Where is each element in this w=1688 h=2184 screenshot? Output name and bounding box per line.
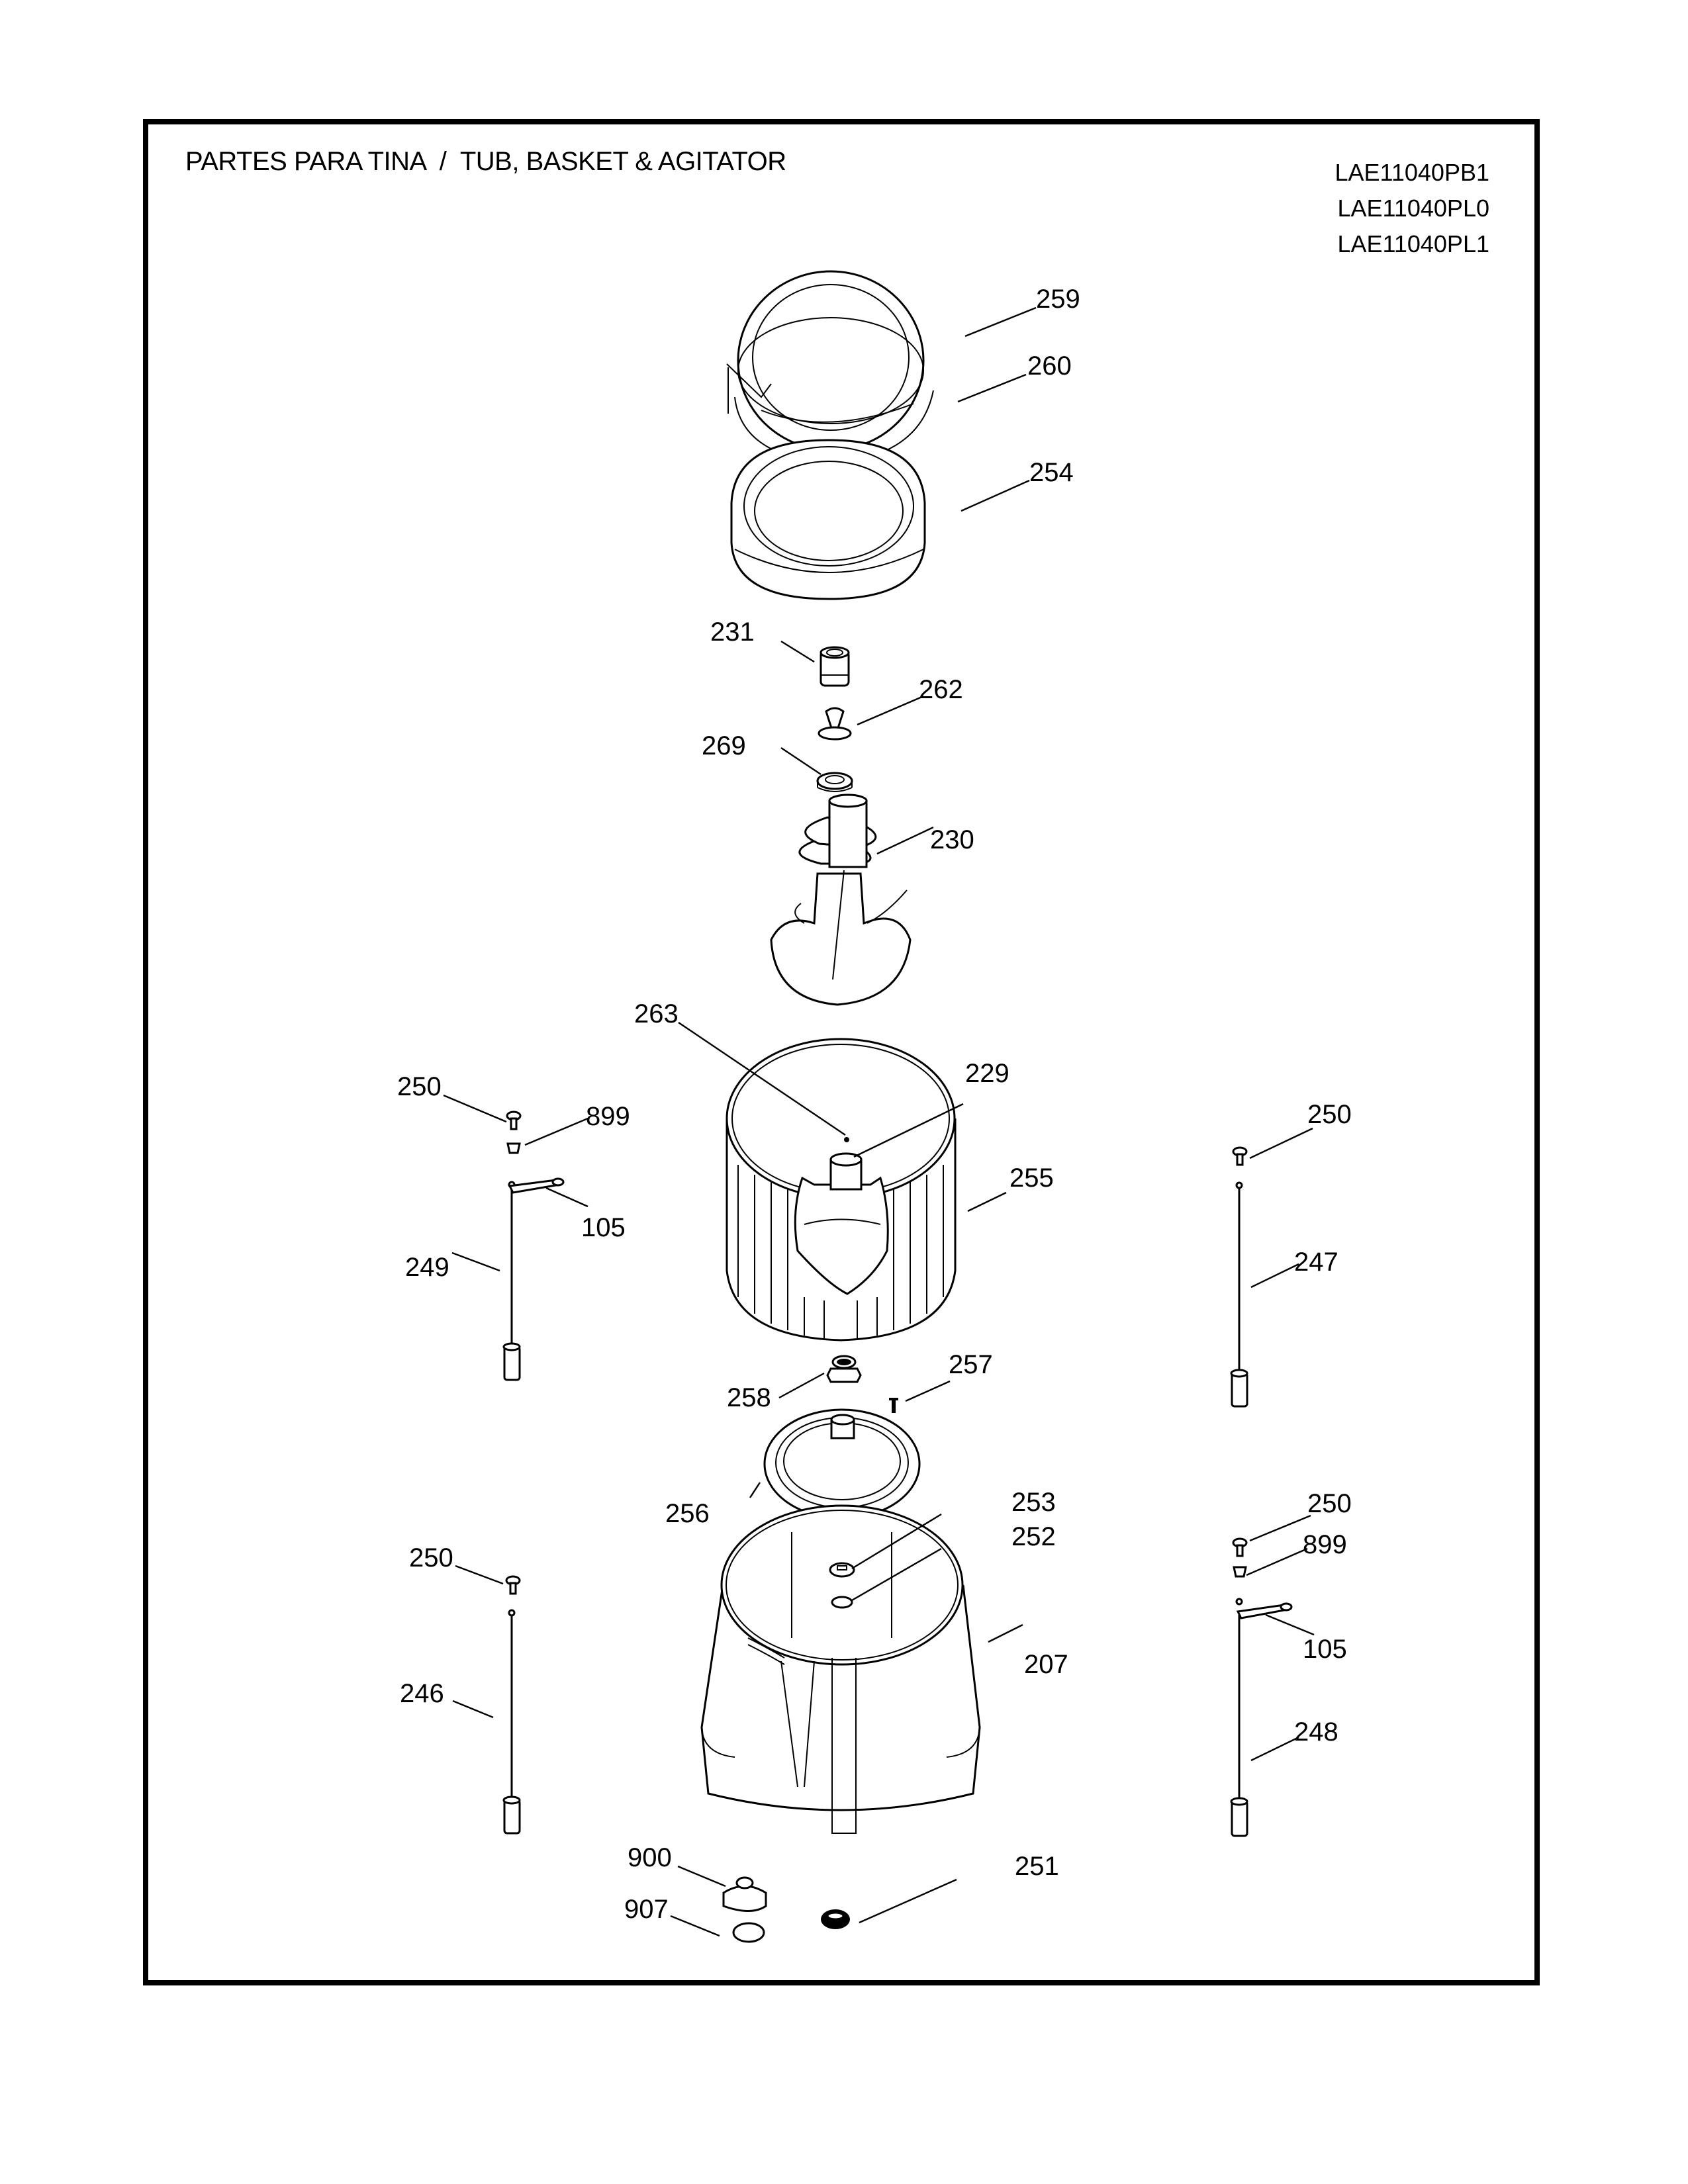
part-251-seal[interactable] [821,1909,850,1929]
part-250-bolt-left-bottom[interactable] [505,1575,521,1595]
callout-207: 207 [1024,1650,1068,1679]
part-250-bolt-right-bottom[interactable] [1232,1537,1248,1557]
callout-257: 257 [949,1350,993,1379]
callout-229: 229 [965,1059,1009,1088]
part-249-suspension-rod[interactable] [502,1181,521,1381]
callout-255: 255 [1009,1163,1054,1193]
part-250-bolt-left-top[interactable] [506,1111,522,1130]
callout-250: 250 [397,1072,442,1101]
part-257-screw[interactable] [889,1398,898,1413]
leader-lines [443,306,1315,1937]
part-229-hub[interactable] [829,1152,863,1191]
model-number: LAE11040PL1 [1337,230,1489,257]
callout-247: 247 [1294,1248,1338,1277]
part-262-dog[interactable] [818,707,852,741]
callout-263: 263 [634,999,679,1028]
callout-230: 230 [930,825,974,854]
part-207-outer-tub[interactable] [700,1504,981,1834]
part-899-bushing-left[interactable] [506,1142,521,1154]
model-number: LAE11040PB1 [1335,159,1489,186]
part-900-cap[interactable] [722,1876,767,1912]
callout-253: 253 [1011,1488,1056,1517]
callout-248: 248 [1294,1717,1338,1747]
callout-259: 259 [1036,285,1080,314]
callout-231: 231 [710,617,755,647]
part-899-bushing-right[interactable] [1233,1566,1247,1578]
callout-262: 262 [919,675,963,704]
part-269-retainer[interactable] [816,772,853,792]
part-231-agitator-cap[interactable] [820,646,850,687]
callout-254: 254 [1029,458,1074,487]
callout-899: 899 [1303,1530,1347,1559]
part-250-bolt-right-top[interactable] [1232,1146,1248,1166]
diagram-border [143,119,1540,1985]
part-256-hub-plate[interactable] [763,1408,921,1520]
part-248-suspension-rod[interactable] [1230,1598,1248,1837]
part-258-hub-nut[interactable] [826,1355,862,1383]
callout-256: 256 [665,1499,710,1528]
callout-105: 105 [1303,1635,1347,1664]
part-263-screw[interactable] [844,1137,849,1142]
callout-250: 250 [409,1543,453,1572]
callout-250: 250 [1307,1489,1352,1518]
callout-250: 250 [1307,1100,1352,1129]
part-105-bracket-left[interactable] [508,1177,565,1194]
part-230-agitator[interactable] [770,794,912,1006]
basket-ribs [737,1165,944,1338]
part-247-suspension-rod[interactable] [1230,1181,1248,1408]
part-259-tub-cover[interactable] [726,270,925,451]
callout-252: 252 [1011,1522,1056,1551]
part-255-spin-basket[interactable] [726,1038,957,1342]
callout-899: 899 [586,1102,630,1131]
callout-249: 249 [405,1253,449,1282]
part-105-bracket-right[interactable] [1236,1602,1293,1619]
part-246-suspension-rod[interactable] [502,1609,521,1835]
callout-900: 900 [628,1843,672,1872]
callout-251: 251 [1015,1852,1059,1881]
callout-269: 269 [702,731,746,760]
callout-260: 260 [1027,351,1072,381]
model-number: LAE11040PL0 [1337,195,1489,222]
model-number-list: LAE11040PB1 LAE11040PL0 LAE11040PL1 [1335,155,1489,262]
callout-246: 246 [400,1679,444,1708]
callout-907: 907 [624,1895,669,1924]
part-907-o-ring[interactable] [732,1922,765,1943]
callout-105: 105 [581,1213,626,1242]
part-254-balance-ring[interactable] [730,439,926,600]
diagram-title: PARTES PARA TINA / TUB, BASKET & AGITATO… [185,147,786,176]
callout-258: 258 [727,1383,771,1412]
